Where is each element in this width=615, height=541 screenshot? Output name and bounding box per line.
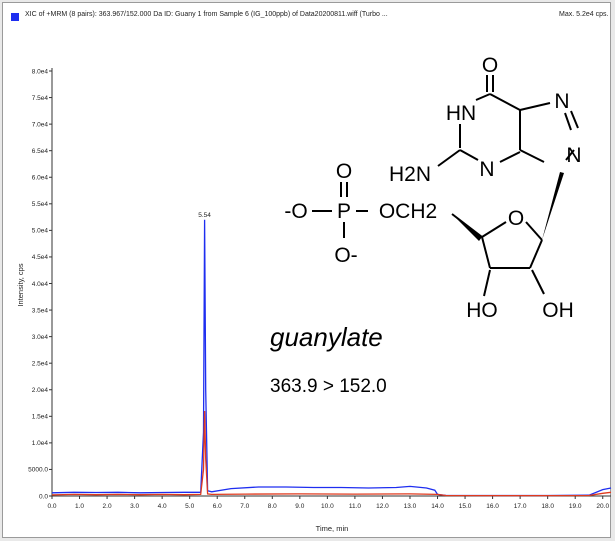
x-tick-label: 10.0: [321, 503, 334, 510]
y-tick-label: 7.5e4: [32, 95, 49, 102]
y-tick-label: 2.5e4: [32, 360, 49, 367]
y-tick-label: 4.0e4: [32, 281, 49, 288]
x-tick-label: 18.0: [541, 503, 554, 510]
x-tick-label: 19.0: [569, 503, 582, 510]
x-tick-label: 14.0: [431, 503, 444, 510]
guanylate-structure: O HN N H2N N N O -O P OCH2 O- O HO OH gu…: [270, 54, 582, 397]
x-tick-label: 11.0: [349, 503, 362, 510]
compound-name: guanylate: [270, 322, 383, 352]
atom-label: O: [482, 54, 498, 77]
y-tick-label: 4.5e4: [32, 254, 49, 261]
y-tick-label: 5.5e4: [32, 201, 49, 208]
chart-series: [51, 219, 612, 497]
atom-label: HN: [446, 102, 476, 125]
x-tick-label: 2.0: [103, 503, 112, 510]
y-tick-label: 5000.0: [28, 467, 48, 474]
atom-label: O: [336, 160, 352, 183]
x-tick-label: 5.0: [185, 503, 194, 510]
y-tick-label: 1.0e4: [32, 440, 49, 447]
x-tick-label: 3.0: [130, 503, 139, 510]
max-intensity-label: Max. 5.2e4 cps.: [559, 11, 609, 18]
atom-label: P: [337, 200, 351, 223]
x-tick-label: 7.0: [240, 503, 249, 510]
y-tick-label: 2.0e4: [32, 387, 49, 394]
mrm-transition: 363.9 > 152.0: [270, 376, 387, 397]
chart-axes: 0.0 5000.0 1.0e4 1.5e4 2.0e4 2.5e4 3.0e4 3.5e4 4…: [16, 68, 611, 533]
x-tick-label: 20.0: [596, 503, 609, 510]
series-line: [51, 410, 612, 497]
y-tick-label: 5.0e4: [32, 228, 49, 235]
x-axis-ticks: 0.0 1.0 2.0 3.0 4.0 5.0 6.0 7.0 8.0 9.0 10.0 11.0 12…: [47, 496, 609, 510]
y-axis-label: Intensity, cps: [16, 263, 25, 306]
x-tick-label: 0.0: [47, 503, 56, 510]
x-tick-label: 12.0: [376, 503, 389, 510]
atom-label: H2N: [389, 163, 431, 186]
y-tick-label: 1.5e4: [32, 414, 49, 421]
atom-label: N: [566, 144, 581, 167]
atom-label: N: [479, 158, 494, 181]
x-tick-label: 16.0: [486, 503, 499, 510]
x-axis-label: Time, min: [316, 524, 349, 533]
y-tick-label: 6.5e4: [32, 148, 49, 155]
atom-label: -O: [284, 200, 307, 223]
x-tick-label: 1.0: [75, 503, 84, 510]
atom-label: O: [508, 207, 524, 230]
y-tick-label: 3.5e4: [32, 307, 49, 314]
x-tick-label: 8.0: [268, 503, 277, 510]
y-tick-label: 3.0e4: [32, 334, 49, 341]
atom-label: O-: [334, 244, 357, 267]
wedge-bond: [542, 172, 564, 240]
y-tick-label: 7.0e4: [32, 121, 49, 128]
x-tick-label: 13.0: [404, 503, 417, 510]
x-tick-label: 9.0: [295, 503, 304, 510]
title-bar: XIC of +MRM (8 pairs): 363.967/152.000 D…: [3, 3, 610, 31]
x-tick-label: 6.0: [213, 503, 222, 510]
atom-label: OH: [542, 299, 574, 322]
y-tick-label: 6.0e4: [32, 175, 49, 182]
atom-label: N: [554, 90, 569, 113]
wedge-bond: [452, 214, 482, 241]
y-axis-ticks: 0.0 5000.0 1.0e4 1.5e4 2.0e4 2.5e4 3.0e4 3.5e4 4…: [28, 68, 52, 500]
trace-color-icon: [11, 13, 19, 21]
x-tick-label: 17.0: [514, 503, 527, 510]
y-tick-label: 0.0: [39, 493, 48, 500]
chart-title: XIC of +MRM (8 pairs): 363.967/152.000 D…: [25, 11, 388, 18]
x-tick-label: 4.0: [158, 503, 167, 510]
y-tick-label: 8.0e4: [32, 68, 49, 75]
atom-label: HO: [466, 299, 498, 322]
x-tick-label: 15.0: [459, 503, 472, 510]
series-line: [51, 219, 612, 497]
atom-label: OCH2: [379, 200, 437, 223]
peak-label: 5.54: [198, 212, 211, 219]
